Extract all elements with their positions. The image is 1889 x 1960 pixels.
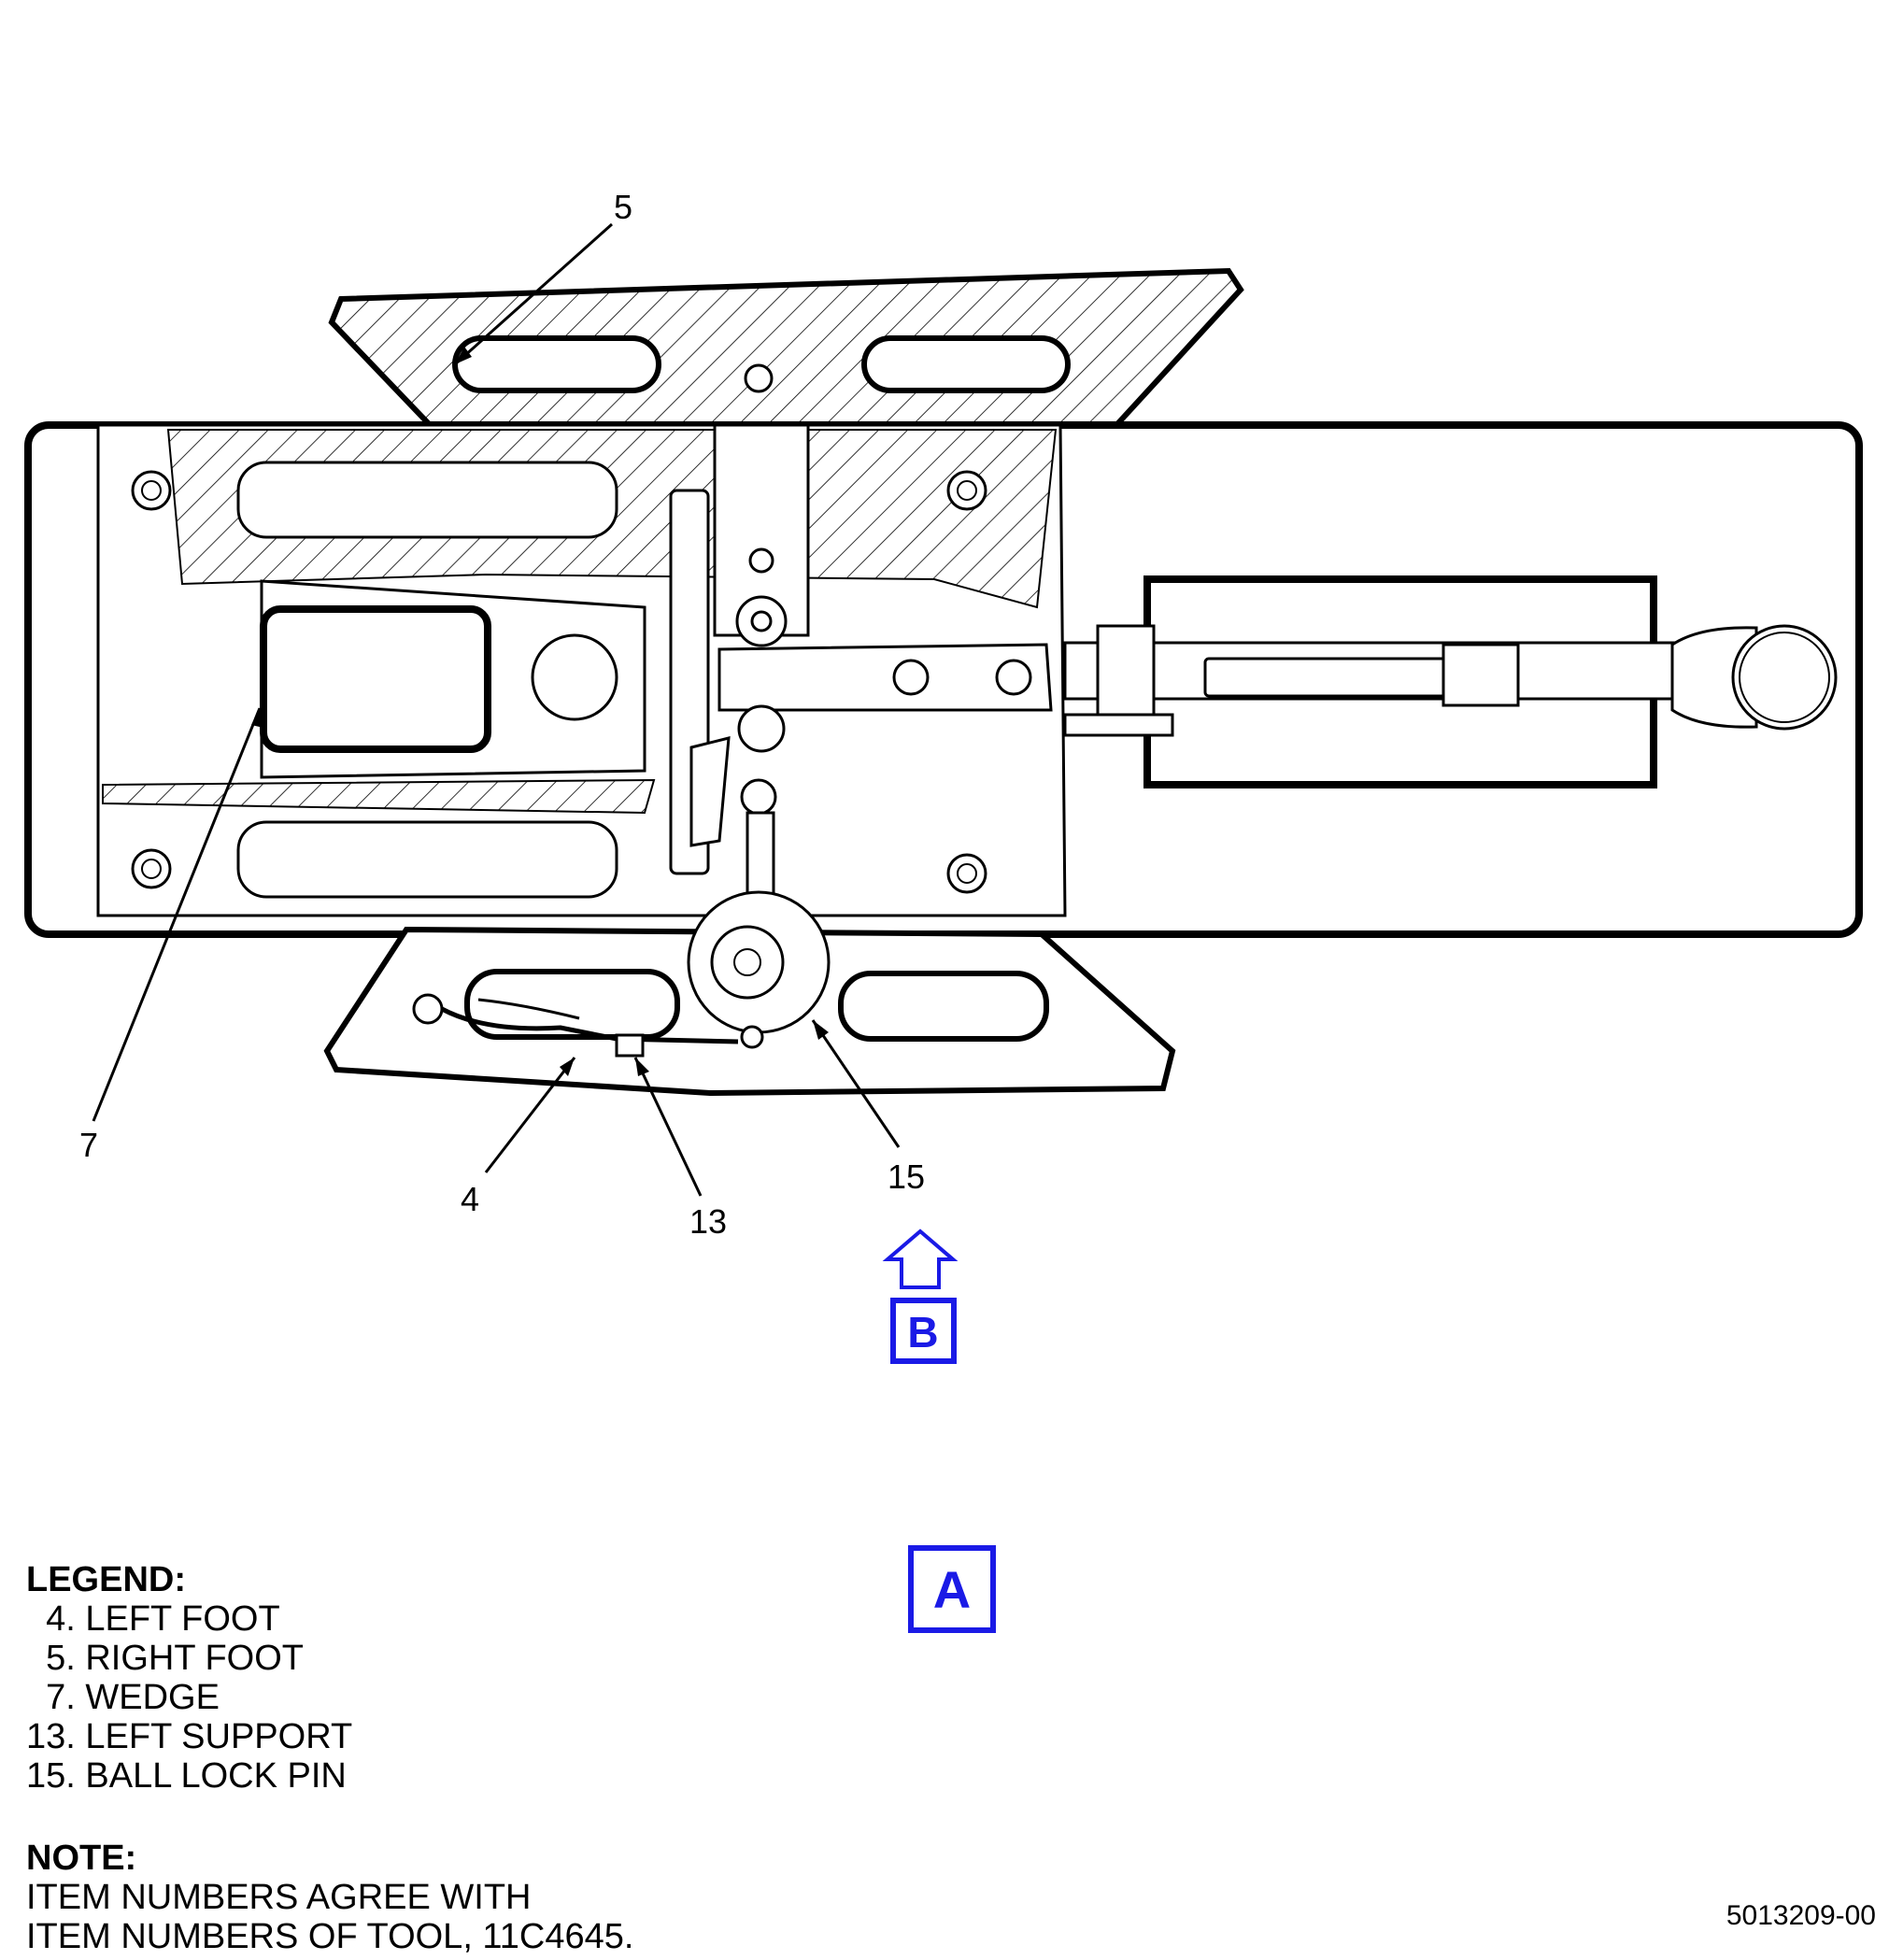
legend-item: 5. RIGHT FOOT bbox=[26, 1639, 304, 1678]
view-b-frame bbox=[890, 1298, 957, 1364]
callout-4: 4 bbox=[461, 1180, 479, 1218]
legend-item: 15. BALL LOCK PIN bbox=[26, 1756, 347, 1796]
legend-item: 4. LEFT FOOT bbox=[26, 1599, 280, 1639]
wedge bbox=[260, 579, 646, 779]
note: NOTE: ITEM NUMBERS AGREE WITH ITEM NUMBE… bbox=[26, 1839, 633, 1956]
note-title: NOTE: bbox=[26, 1839, 137, 1878]
figure-id: 5013209-00 bbox=[1726, 1900, 1876, 1931]
view-a-indicator: A bbox=[908, 1545, 996, 1633]
view-b-label: B bbox=[907, 1308, 938, 1356]
legend: LEGEND: 4. LEFT FOOT 5. RIGHT FOOT 7. WE… bbox=[26, 1560, 352, 1796]
up-arrow-icon bbox=[882, 1229, 959, 1289]
note-line: ITEM NUMBERS OF TOOL, 11C4645. bbox=[26, 1917, 634, 1956]
center-linkage bbox=[669, 423, 1053, 903]
ball-lock-pin bbox=[687, 890, 831, 1049]
legend-title: LEGEND: bbox=[26, 1560, 186, 1599]
callout-7: 7 bbox=[79, 1126, 98, 1164]
view-b-indicator[interactable]: B bbox=[882, 1229, 959, 1364]
callout-13: 13 bbox=[689, 1202, 727, 1241]
callout-5: 5 bbox=[614, 188, 632, 226]
legend-item: 7. WEDGE bbox=[26, 1678, 220, 1717]
left-support bbox=[615, 1033, 645, 1058]
view-a-label: A bbox=[933, 1560, 971, 1619]
note-line: ITEM NUMBERS AGREE WITH bbox=[26, 1878, 532, 1917]
view-a-frame bbox=[908, 1545, 996, 1633]
leader-lines bbox=[92, 222, 901, 1197]
arrowheads bbox=[251, 347, 829, 1076]
legend-item: 13. LEFT SUPPORT bbox=[26, 1717, 353, 1756]
right-foot bbox=[328, 267, 1244, 433]
rod-assembly bbox=[1063, 575, 1838, 788]
callout-15: 15 bbox=[888, 1158, 925, 1196]
